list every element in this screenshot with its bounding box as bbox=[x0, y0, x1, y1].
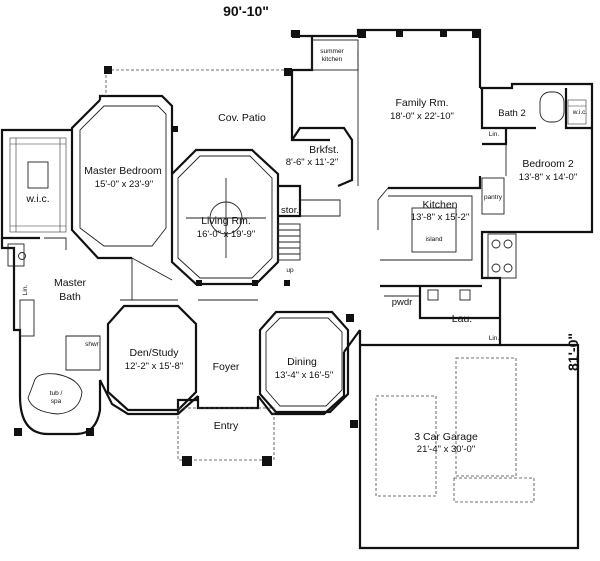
dining-size: 13'-4" x 16'-5" bbox=[275, 370, 333, 381]
tub-label-1: tub / bbox=[50, 390, 63, 397]
brkfst-size: 8'-6" x 11'-2" bbox=[286, 157, 338, 168]
kitchen-label: Kitchen bbox=[422, 199, 457, 211]
family-rm-label: Family Rm. bbox=[395, 97, 448, 109]
entry-label: Entry bbox=[214, 420, 239, 432]
closet-shelving bbox=[9, 99, 587, 233]
summer-kitchen-label-1: summer bbox=[320, 48, 344, 55]
stair-up-label: up bbox=[286, 267, 294, 274]
stor-label: stor. bbox=[281, 205, 299, 216]
tub-label-2: spa bbox=[51, 398, 62, 405]
family-rm-size: 18'-0" x 22'-10" bbox=[390, 111, 454, 122]
summer-kitchen-label-2: kitchen bbox=[322, 56, 343, 63]
bedroom2-size: 13'-8" x 14'-0" bbox=[519, 172, 577, 183]
dining-label: Dining bbox=[287, 356, 317, 368]
overall-width-label: 90'-10" bbox=[223, 3, 269, 19]
bath2-label: Bath 2 bbox=[498, 108, 525, 119]
lin-left-label: Lin. bbox=[22, 285, 29, 296]
master-bath-label-2: Bath bbox=[59, 291, 81, 303]
cov-patio-label: Cov. Patio bbox=[218, 112, 266, 124]
garage-size: 21'-4" x 30'-0" bbox=[417, 444, 475, 455]
interior-walls bbox=[7, 50, 592, 503]
master-bath-label-1: Master bbox=[54, 277, 87, 289]
pwdr-label: pwdr bbox=[392, 297, 413, 308]
wic-left-label: w.i.c. bbox=[25, 193, 49, 205]
lau-label: Lau. bbox=[452, 313, 472, 325]
bedroom2-label: Bedroom 2 bbox=[522, 158, 574, 170]
brkfst-label: Brkfst. bbox=[309, 144, 339, 156]
island-label: island bbox=[426, 236, 443, 243]
cooktop bbox=[487, 233, 517, 279]
pantry-label: pantry bbox=[484, 194, 503, 201]
kitchen-size: 13'-8" x 15'-2" bbox=[411, 212, 469, 223]
garage-label: 3 Car Garage bbox=[414, 431, 478, 443]
room-labels: summer kitchen Cov. Patio Family Rm. 18'… bbox=[22, 48, 587, 455]
foyer-label: Foyer bbox=[213, 361, 240, 373]
den-study-label: Den/Study bbox=[129, 347, 179, 359]
lin-right-label: Lin. bbox=[489, 131, 500, 138]
living-rm-label: Living Rm. bbox=[201, 215, 251, 227]
columns bbox=[14, 30, 480, 466]
stair-treads bbox=[278, 229, 300, 255]
lin-lau-label: Lin. bbox=[489, 335, 500, 342]
den-study-size: 12'-2" x 15'-8" bbox=[125, 361, 183, 372]
master-bedroom-size: 15'-0" x 23'-9" bbox=[95, 179, 153, 190]
master-bedroom-label: Master Bedroom bbox=[84, 165, 162, 177]
wic-right-label: w.i.c. bbox=[572, 109, 588, 116]
shwr-label: shwr bbox=[85, 341, 100, 348]
living-rm-size: 16'-0" x 19'-9" bbox=[197, 229, 255, 240]
